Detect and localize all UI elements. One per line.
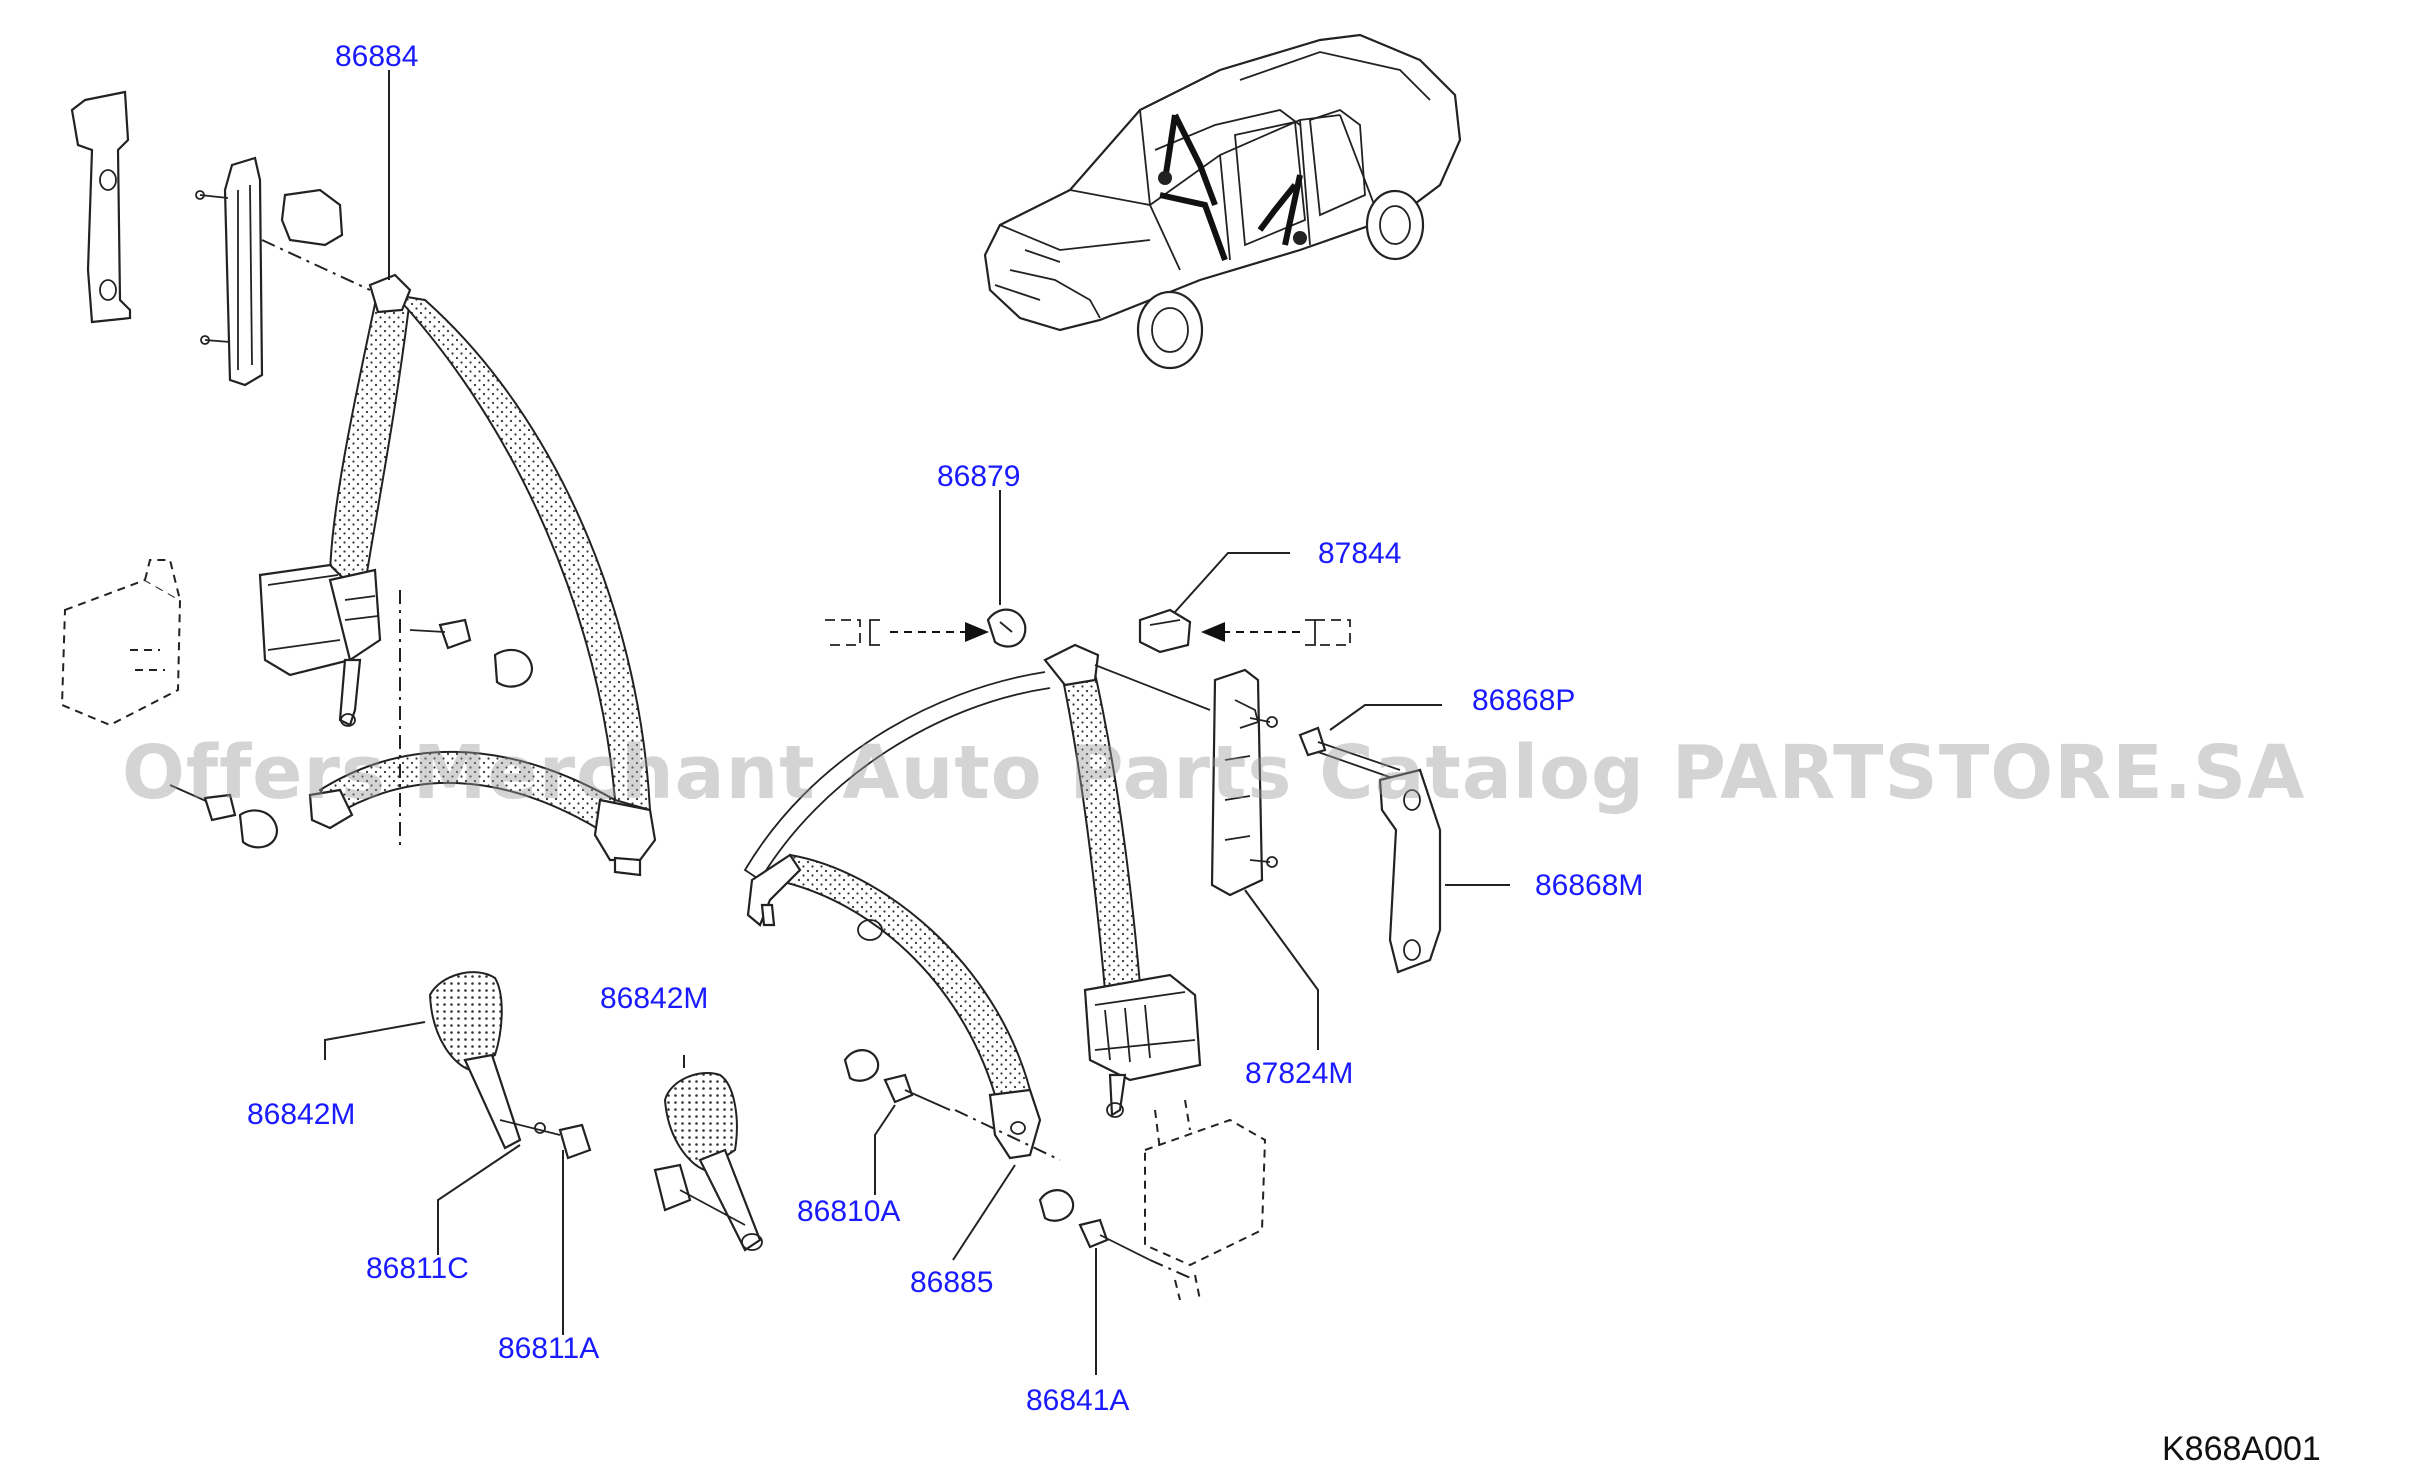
label-86810A[interactable]: 86810A (797, 1195, 900, 1228)
label-87824M[interactable]: 87824M (1245, 1057, 1353, 1090)
label-86842M-left[interactable]: 86842M (247, 1098, 355, 1131)
watermark-text: Offers Merchant Auto Parts Catalog PARTS… (122, 730, 2305, 816)
vehicle-illustration (983, 33, 1462, 370)
label-86884[interactable]: 86884 (335, 40, 418, 73)
label-86868P[interactable]: 86868P (1472, 684, 1575, 717)
rear-seat-belt-assembly (428, 608, 1442, 1301)
label-86879[interactable]: 86879 (937, 460, 1020, 493)
label-86811A[interactable]: 86811A (498, 1332, 599, 1365)
label-86868M[interactable]: 86868M (1535, 869, 1643, 902)
label-86841A[interactable]: 86841A (1026, 1384, 1129, 1417)
label-87844[interactable]: 87844 (1318, 537, 1401, 570)
leader-lines (324, 70, 1510, 1375)
label-86885[interactable]: 86885 (910, 1266, 993, 1299)
diagram-code: K868A001 (2162, 1430, 2321, 1468)
front-seat-belt-assembly (60, 90, 657, 877)
label-86842M-right[interactable]: 86842M (600, 982, 708, 1015)
label-86811C[interactable]: 86811C (366, 1252, 469, 1285)
part-labels: 86884 86879 87844 86868P 86868M 87824M 8… (247, 40, 1643, 1417)
